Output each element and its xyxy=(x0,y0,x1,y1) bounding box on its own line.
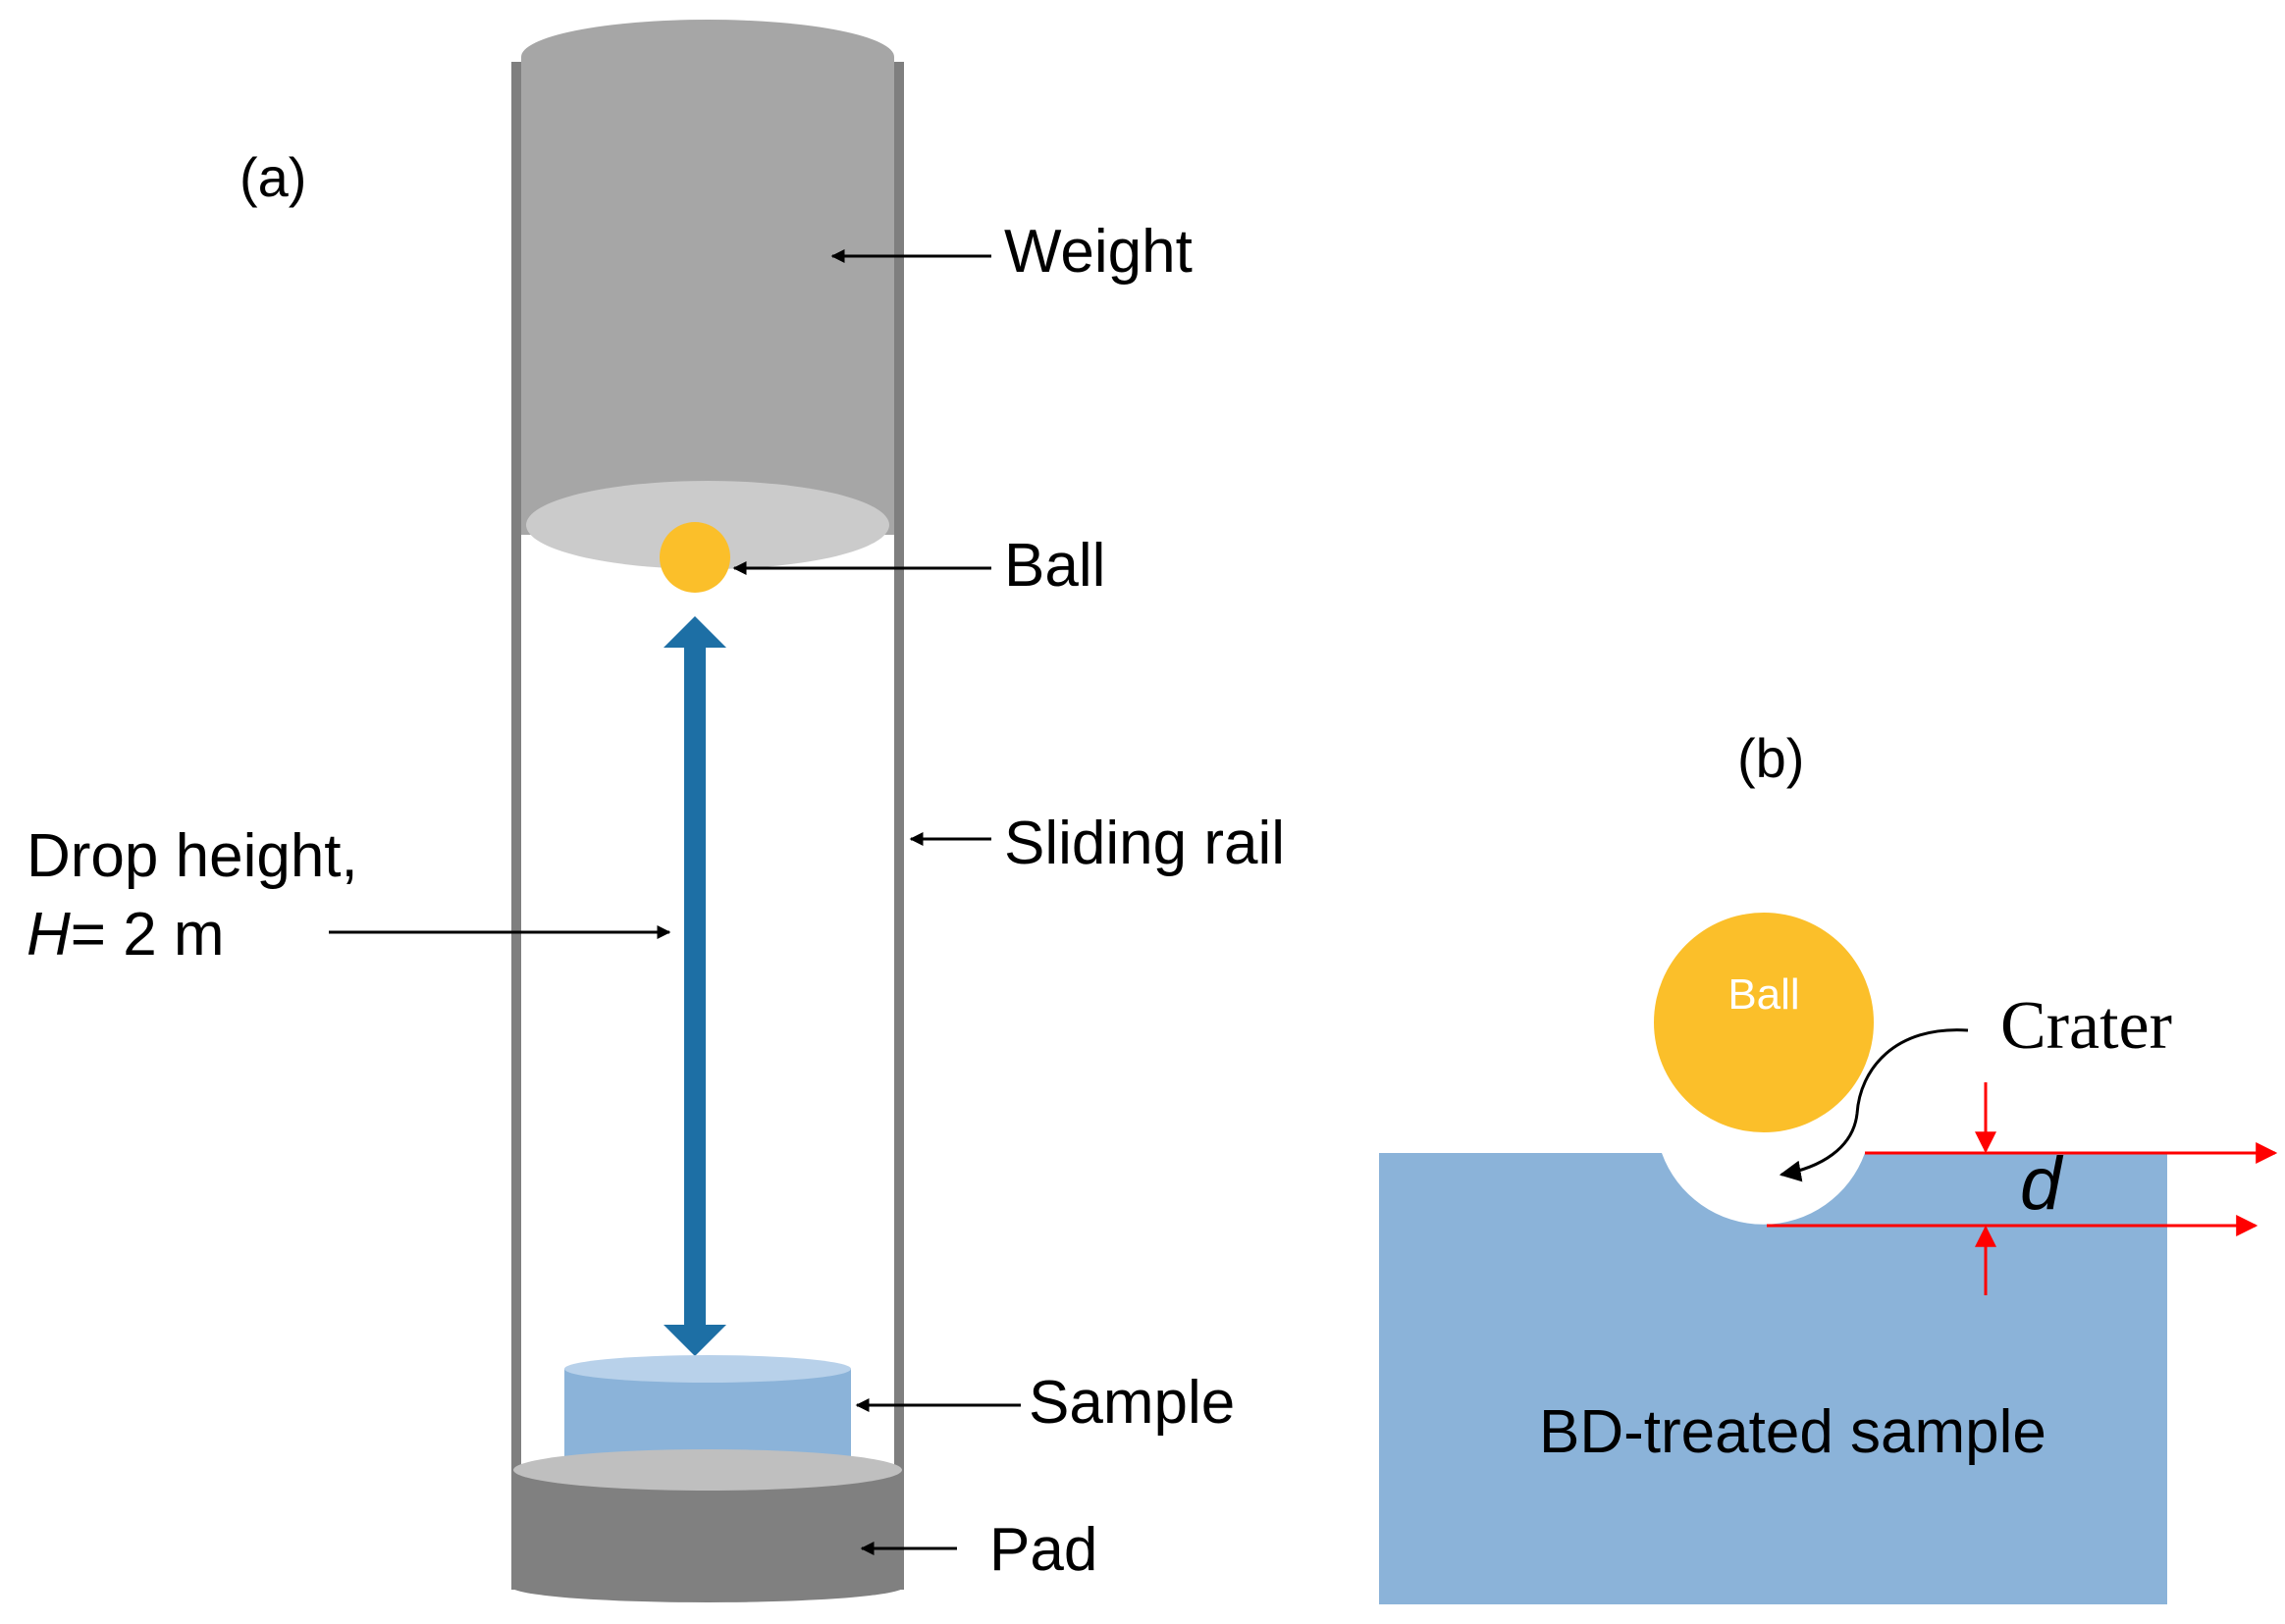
drop-height-arrow xyxy=(664,616,726,1356)
weight-cylinder xyxy=(521,20,894,569)
drop-height-value: = 2 m xyxy=(71,901,225,969)
depth-label: d xyxy=(2020,1142,2064,1226)
panel-b: (b) Ball Crater d BD-treated sample xyxy=(1379,727,2278,1604)
treated-sample-block xyxy=(1379,1153,2167,1604)
panel-a: (a) Weight Ball Sliding rail Drop height… xyxy=(27,20,1285,1602)
drop-height-variable: H xyxy=(27,901,71,969)
sample-cylinder xyxy=(564,1355,851,1467)
ball xyxy=(660,522,730,593)
pad xyxy=(511,1449,904,1602)
left-rail xyxy=(511,62,521,1590)
ball-label: Ball xyxy=(1004,532,1105,600)
drop-height-label-line1: Drop height, xyxy=(27,822,358,890)
sliding-rail-label: Sliding rail xyxy=(1004,810,1285,877)
sample-label: Sample xyxy=(1029,1369,1235,1437)
pad-top-face xyxy=(513,1449,902,1491)
drop-height-label-line2: H= 2 m xyxy=(27,901,225,969)
crater-label: Crater xyxy=(2000,988,2172,1064)
panel-b-label: (b) xyxy=(1737,727,1804,789)
crater-ball-label: Ball xyxy=(1727,970,1799,1019)
panel-a-label: (a) xyxy=(239,146,306,208)
weight-label: Weight xyxy=(1004,218,1193,286)
pad-label: Pad xyxy=(989,1516,1097,1584)
crater-ball xyxy=(1654,913,1874,1132)
crater-leader-arrow xyxy=(1779,1028,1969,1182)
right-rail xyxy=(894,62,904,1590)
treated-sample-label: BD-treated sample xyxy=(1539,1398,2046,1466)
